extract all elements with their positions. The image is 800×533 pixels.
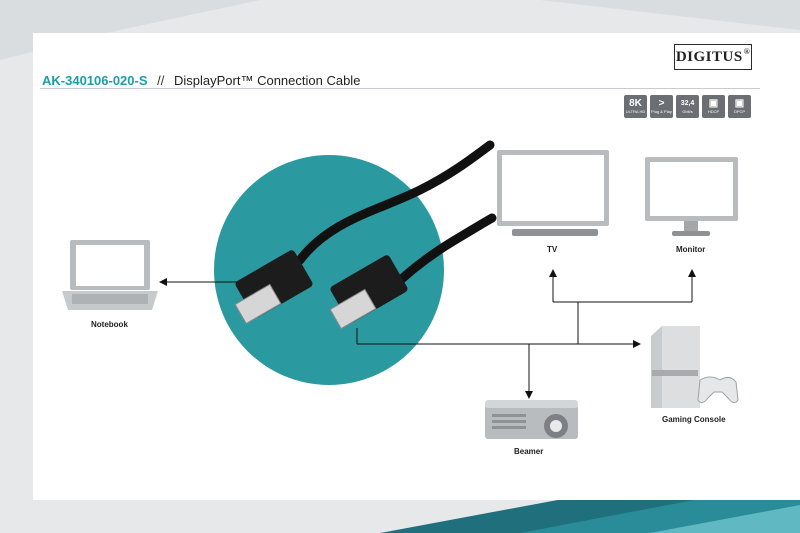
gaming-console-label: Gaming Console: [662, 415, 726, 424]
displayport-connector-icon: [234, 250, 313, 325]
badge-hdcp: ▣ HDCP: [702, 95, 725, 118]
gaming-console-icon: [651, 326, 739, 408]
brand-logo: DIGITUS ®: [674, 44, 752, 70]
tv-icon: [497, 150, 609, 236]
connection-lines: [159, 269, 696, 399]
monitor-label: Monitor: [676, 245, 706, 254]
monitor-icon: [645, 157, 738, 236]
product-title: DisplayPort™ Connection Cable: [174, 73, 361, 88]
notebook-icon: [62, 240, 158, 310]
notebook-label: Notebook: [91, 320, 128, 329]
page-title: AK-340106-020-S // DisplayPort™ Connecti…: [42, 73, 360, 88]
beamer-label: Beamer: [514, 447, 544, 456]
header-divider: [40, 88, 760, 89]
title-separator: //: [157, 73, 165, 88]
feature-badges: 8K ULTRA HD > Plug & Play 32,4 Gbit/s ▣ …: [624, 95, 751, 118]
beamer-icon: [485, 400, 578, 439]
badge-plug-and-play: > Plug & Play: [650, 95, 673, 118]
badge-8k: 8K ULTRA HD: [624, 95, 647, 118]
badge-dpcp: ▣ DPCP: [728, 95, 751, 118]
registered-mark: ®: [743, 46, 751, 56]
product-sku: AK-340106-020-S: [42, 73, 148, 88]
brand-logo-text: DIGITUS: [675, 48, 743, 65]
displayport-connector-icon: [329, 255, 408, 330]
tv-label: TV: [547, 245, 558, 254]
badge-bandwidth: 32,4 Gbit/s: [676, 95, 699, 118]
cable-circle: [214, 140, 497, 385]
